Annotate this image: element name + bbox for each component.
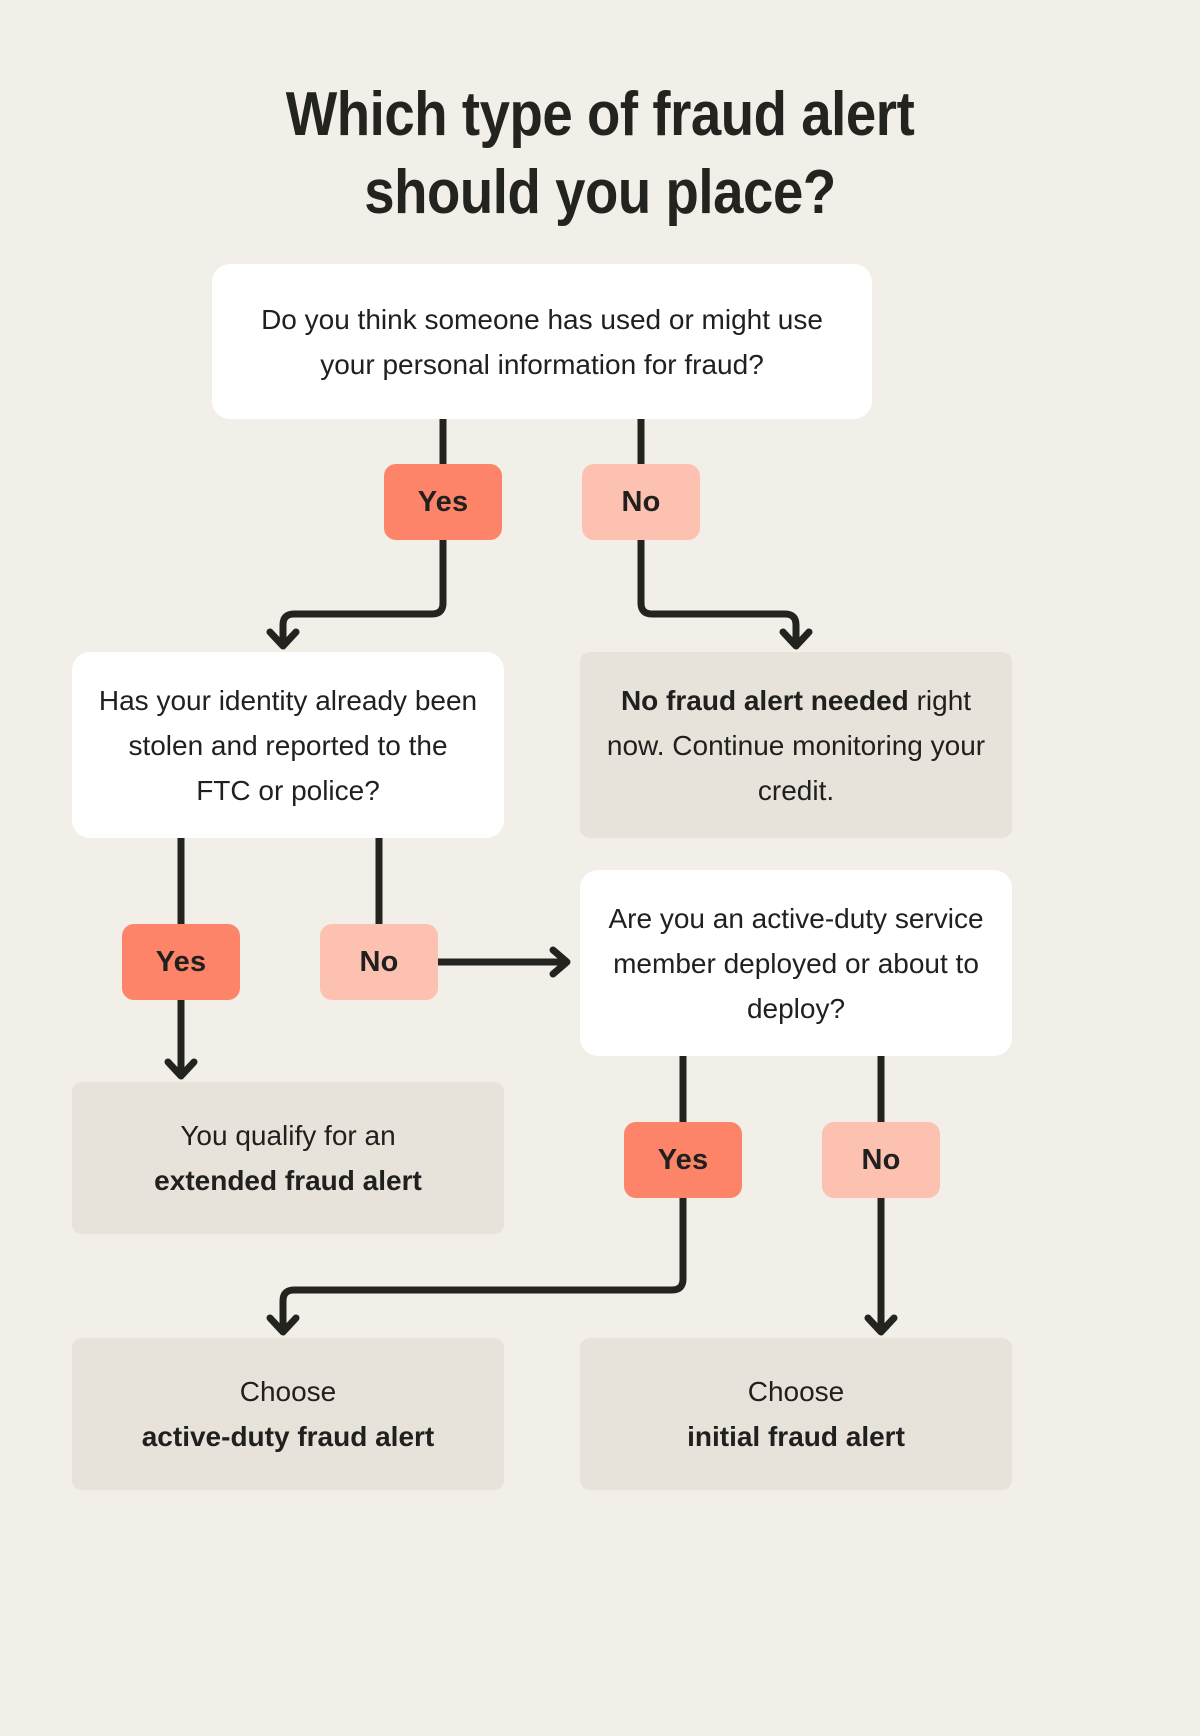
question-box-identity-stolen: Has your identity already been stolen an… xyxy=(72,652,504,838)
question-text: Are you an active-duty service member de… xyxy=(608,902,984,1024)
question-box-personal-information: Do you think someone has used or might u… xyxy=(212,264,872,419)
outcome-bold: active-duty fraud alert xyxy=(141,1421,435,1452)
branch-pill-yes-q1[interactable]: Yes xyxy=(384,464,502,540)
outcome-text: No fraud alert needed right now. Continu… xyxy=(606,678,986,813)
outcome-normal: Choose xyxy=(747,1376,845,1407)
branch-label: Yes xyxy=(417,485,469,518)
branch-label: No xyxy=(359,945,399,978)
outcome-normal: You qualify for an xyxy=(180,1120,396,1151)
branch-pill-yes-q2[interactable]: Yes xyxy=(122,924,240,1000)
outcome-bold: No fraud alert needed xyxy=(620,684,909,716)
branch-pill-no-q3[interactable]: No xyxy=(822,1122,940,1198)
outcome-normal: Choose xyxy=(239,1376,337,1407)
question-text: Has your identity already been stolen an… xyxy=(98,684,478,806)
outcome-box-active-duty-fraud-alert: Choose active-duty fraud alert xyxy=(72,1338,504,1490)
outcome-box-extended-fraud-alert: You qualify for an extended fraud alert xyxy=(72,1082,504,1234)
branch-label: No xyxy=(621,485,661,518)
outcome-text: You qualify for an extended fraud alert xyxy=(154,1113,422,1203)
outcome-bold: extended fraud alert xyxy=(154,1165,422,1196)
question-text: Do you think someone has used or might u… xyxy=(261,303,823,380)
arrowhead-o1 xyxy=(779,628,813,650)
arrowhead-o2 xyxy=(164,1058,198,1080)
branch-label: No xyxy=(861,1143,901,1176)
branch-pill-no-q2[interactable]: No xyxy=(320,924,438,1000)
arrowhead-q3 xyxy=(549,946,571,978)
outcome-text: Choose active-duty fraud alert xyxy=(142,1369,435,1459)
page-title: Which type of fraud alert should you pla… xyxy=(72,76,1128,232)
outcome-bold: initial fraud alert xyxy=(687,1421,905,1452)
arrowhead-q2 xyxy=(266,628,300,650)
branch-pill-no-q1[interactable]: No xyxy=(582,464,700,540)
outcome-rest: right now. Continue monitoring your cred… xyxy=(606,684,986,806)
connector-no-to-o1 xyxy=(637,536,800,649)
connector-yes-to-q2 xyxy=(279,536,447,649)
page-title-line-2: should you place? xyxy=(364,158,836,227)
question-box-active-duty: Are you an active-duty service member de… xyxy=(580,870,1012,1056)
outcome-box-initial-fraud-alert: Choose initial fraud alert xyxy=(580,1338,1012,1490)
branch-label: Yes xyxy=(657,1143,709,1176)
connector-yes-to-o3 xyxy=(279,1194,687,1335)
outcome-text: Choose initial fraud alert xyxy=(687,1369,905,1459)
arrowhead-o3 xyxy=(266,1314,300,1336)
page-title-line-1: Which type of fraud alert xyxy=(285,80,915,149)
outcome-box-no-alert-needed: No fraud alert needed right now. Continu… xyxy=(580,652,1012,838)
branch-label: Yes xyxy=(155,945,207,978)
arrowhead-o4 xyxy=(864,1314,898,1336)
branch-pill-yes-q3[interactable]: Yes xyxy=(624,1122,742,1198)
